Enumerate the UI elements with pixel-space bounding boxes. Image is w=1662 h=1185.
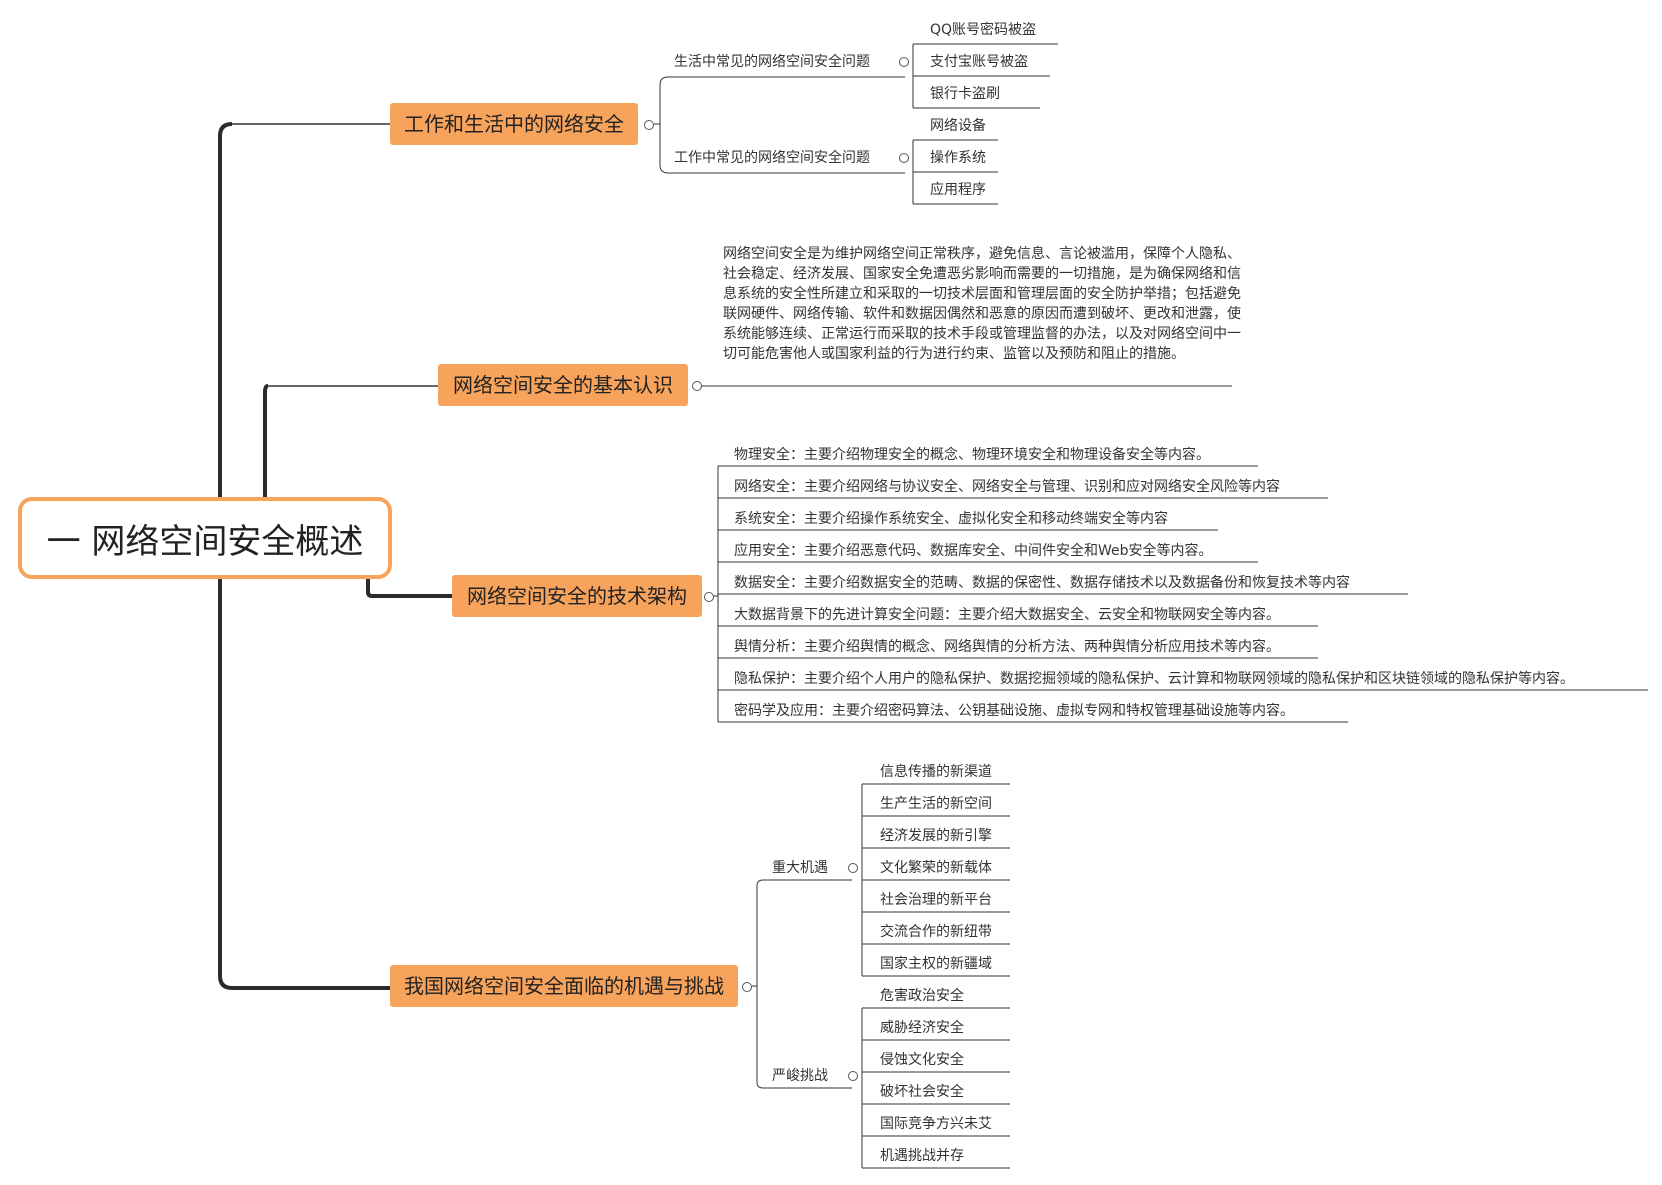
leaf-opportunity[interactable]: 信息传播的新渠道 [880, 764, 992, 780]
collapse-toggle-icon[interactable] [692, 381, 702, 391]
definition-text[interactable]: 网络空间安全是为维护网络空间正常秩序，避免信息、言论被滥用，保障个人隐私、社会稳… [723, 246, 1241, 362]
connector-path [263, 384, 269, 497]
leaf-opportunity[interactable]: 社会治理的新平台 [880, 892, 992, 908]
branch-tech-architecture[interactable]: 网络空间安全的技术架构 [452, 575, 702, 617]
leaf-challenge[interactable]: 破坏社会安全 [880, 1084, 964, 1100]
branch-basic-knowledge[interactable]: 网络空间安全的基本认识 [438, 364, 688, 406]
leaf-life-item[interactable]: 银行卡盗刷 [930, 86, 1000, 102]
leaf-opportunity[interactable]: 经济发展的新引擎 [880, 828, 992, 844]
leaf-opportunity[interactable]: 生产生活的新空间 [880, 796, 992, 812]
connector-path [654, 76, 905, 125]
tech-item[interactable]: 物理安全：主要介绍物理安全的概念、物理环境安全和物理设备安全等内容。 [734, 447, 1210, 463]
leaf-opportunity[interactable]: 国家主权的新疆域 [880, 956, 992, 972]
connector-path [366, 579, 452, 598]
tech-item[interactable]: 大数据背景下的先进计算安全问题：主要介绍大数据安全、云安全和物联网安全等内容。 [734, 607, 1280, 623]
connector-path [218, 122, 390, 990]
leaf-opportunity[interactable]: 文化繁荣的新载体 [880, 860, 992, 876]
group-opportunities[interactable]: 重大机遇 [772, 860, 828, 876]
branch-basic-knowledge-label: 网络空间安全的基本认识 [453, 373, 673, 397]
collapse-toggle-icon[interactable] [899, 57, 909, 67]
tech-item[interactable]: 密码学及应用：主要介绍密码算法、公钥基础设施、虚拟专网和特权管理基础设施等内容。 [734, 703, 1294, 719]
group-life-issues[interactable]: 生活中常见的网络空间安全问题 [674, 54, 870, 70]
leaf-challenge[interactable]: 侵蚀文化安全 [880, 1052, 964, 1068]
connector-path [752, 879, 852, 987]
tech-item[interactable]: 舆情分析：主要介绍舆情的概念、网络舆情的分析方法、两种舆情分析应用技术等内容。 [734, 639, 1280, 655]
tech-item[interactable]: 网络安全：主要介绍网络与协议安全、网络安全与管理、识别和应对网络安全风险等内容 [734, 479, 1280, 495]
leaf-work-item[interactable]: 应用程序 [930, 182, 986, 198]
branch-opportunities-challenges-label: 我国网络空间安全面临的机遇与挑战 [404, 974, 724, 998]
tech-item[interactable]: 应用安全：主要介绍恶意代码、数据库安全、中间件安全和Web安全等内容。 [734, 543, 1213, 559]
collapse-toggle-icon[interactable] [644, 120, 654, 130]
tech-item[interactable]: 隐私保护：主要介绍个人用户的隐私保护、数据挖掘领域的隐私保护、云计算和物联网领域… [734, 671, 1574, 687]
branch-life-work[interactable]: 工作和生活中的网络安全 [390, 103, 638, 145]
leaf-life-item[interactable]: 支付宝账号被盗 [930, 54, 1028, 70]
root-label: 一 网络空间安全概述 [46, 521, 364, 562]
root-node[interactable]: 一 网络空间安全概述 [18, 497, 392, 579]
branch-life-work-label: 工作和生活中的网络安全 [404, 112, 624, 136]
leaf-life-item[interactable]: QQ账号密码被盗 [930, 22, 1037, 38]
collapse-toggle-icon[interactable] [848, 863, 858, 873]
leaf-challenge[interactable]: 国际竞争方兴未艾 [880, 1116, 992, 1132]
group-work-issues[interactable]: 工作中常见的网络空间安全问题 [674, 150, 870, 166]
collapse-toggle-icon[interactable] [899, 153, 909, 163]
connector-path [756, 986, 852, 1089]
group-challenges[interactable]: 严峻挑战 [772, 1068, 828, 1084]
leaf-work-item[interactable]: 网络设备 [930, 118, 986, 134]
branch-opportunities-challenges[interactable]: 我国网络空间安全面临的机遇与挑战 [390, 965, 738, 1007]
collapse-toggle-icon[interactable] [704, 592, 714, 602]
leaf-challenge[interactable]: 威胁经济安全 [880, 1020, 964, 1036]
leaf-challenge[interactable]: 机遇挑战并存 [880, 1148, 964, 1164]
collapse-toggle-icon[interactable] [848, 1071, 858, 1081]
branch-tech-architecture-label: 网络空间安全的技术架构 [467, 584, 687, 608]
leaf-work-item[interactable]: 操作系统 [930, 150, 986, 166]
tech-item[interactable]: 数据安全：主要介绍数据安全的范畴、数据的保密性、数据存储技术以及数据备份和恢复技… [734, 575, 1350, 591]
leaf-challenge[interactable]: 危害政治安全 [880, 988, 964, 1004]
leaf-opportunity[interactable]: 交流合作的新纽带 [880, 924, 992, 940]
collapse-toggle-icon[interactable] [742, 982, 752, 992]
tech-item[interactable]: 系统安全：主要介绍操作系统安全、虚拟化安全和移动终端安全等内容 [734, 511, 1168, 527]
connector-path [659, 124, 905, 174]
